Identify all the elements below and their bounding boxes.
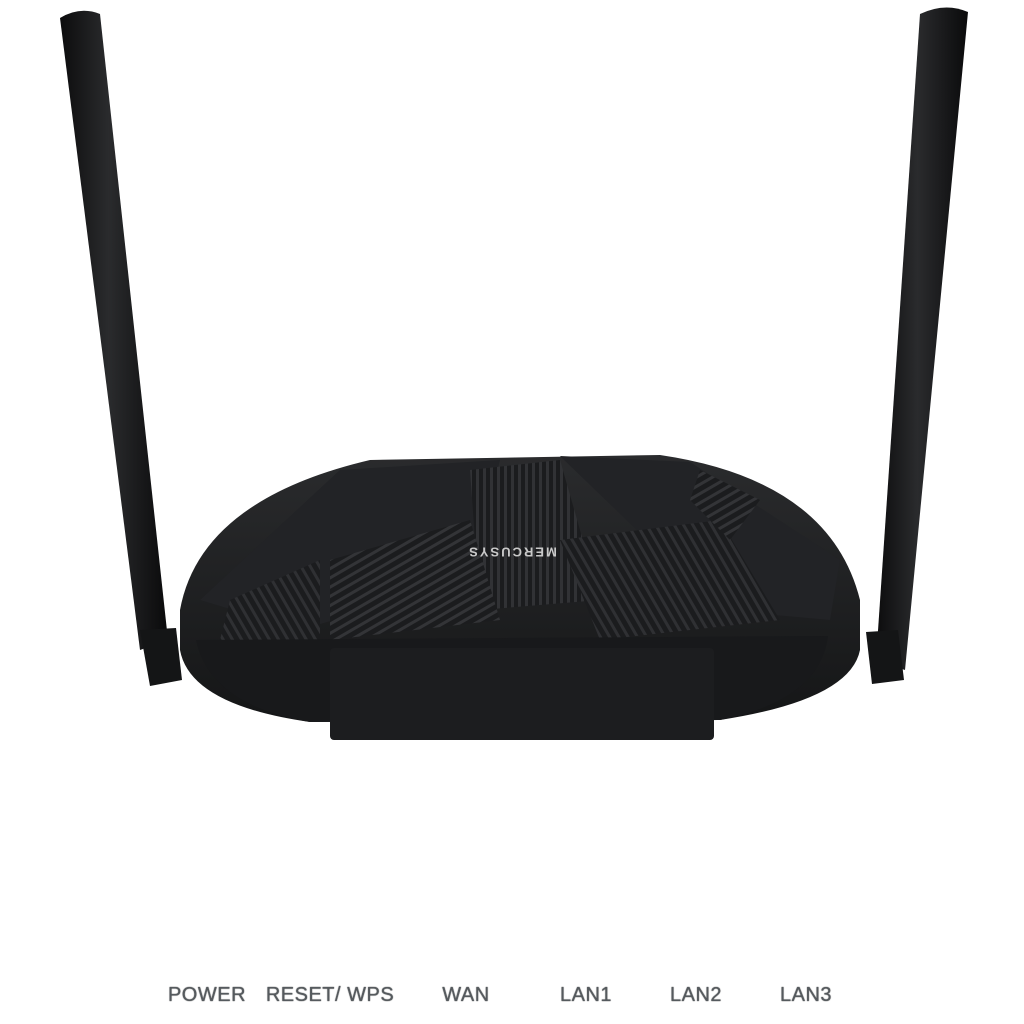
lan2-label: LAN2 — [669, 984, 723, 1006]
antenna-right-outer — [866, 7, 968, 684]
router-body — [180, 455, 860, 740]
lan3-label: LAN3 — [779, 984, 833, 1006]
lan1-label: LAN1 — [559, 984, 613, 1006]
brand-logo: MERCUSYS — [467, 544, 557, 560]
reset-wps-label: RESET/ WPS — [265, 984, 395, 1006]
antenna-left-outer — [60, 10, 182, 686]
wan-label: WAN — [442, 984, 490, 1006]
power-label: POWER — [167, 984, 247, 1006]
